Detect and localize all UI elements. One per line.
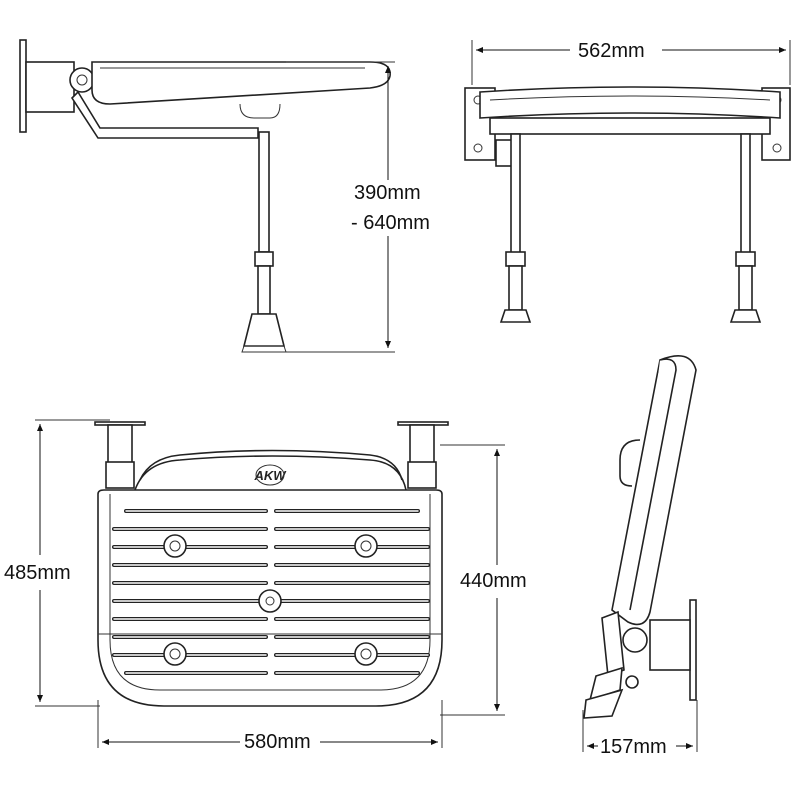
side-view xyxy=(19,39,395,353)
front-width-label: 562mm xyxy=(574,40,649,62)
height-max-label: - 640mm xyxy=(351,212,430,234)
brand-logo: AKW xyxy=(253,468,287,483)
seat-width-label: 580mm xyxy=(244,731,311,753)
projection-label: 157mm xyxy=(600,736,667,758)
height-min-label: 390mm xyxy=(354,182,421,204)
depth-label: 485mm xyxy=(4,562,71,584)
front-view xyxy=(464,40,791,323)
folded-view xyxy=(582,354,698,752)
top-view: AKW xyxy=(35,419,505,748)
seat-depth-label: 440mm xyxy=(460,570,527,592)
